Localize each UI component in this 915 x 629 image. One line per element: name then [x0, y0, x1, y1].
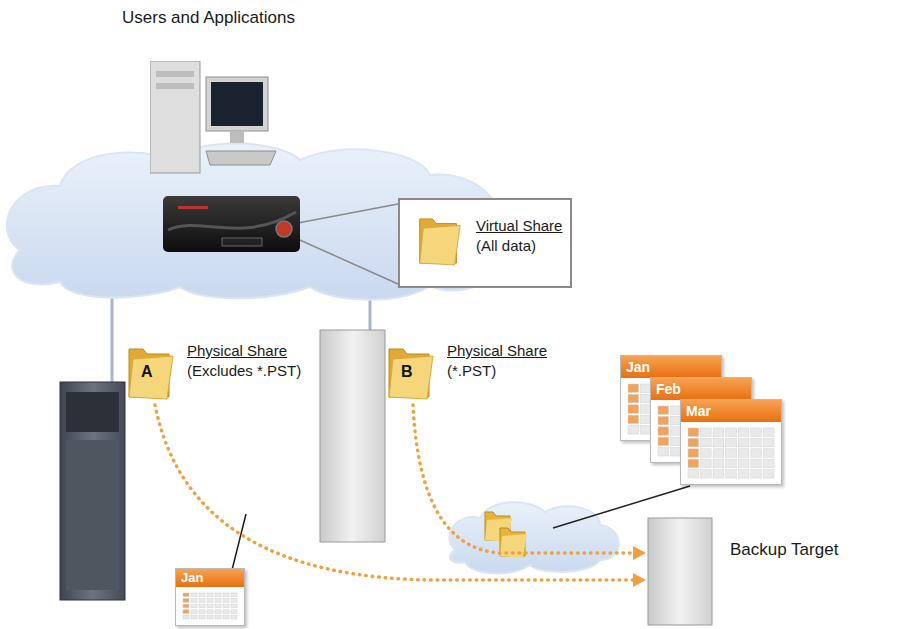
share-title: Physical Share — [187, 341, 301, 361]
share-letter: B — [401, 363, 413, 381]
share-title: Virtual Share — [476, 216, 562, 236]
folder-wrap: B — [385, 345, 435, 401]
share-note: (All data) — [476, 236, 562, 256]
icon-node: Users and Applications — [115, 4, 335, 180]
dotted-line — [413, 405, 634, 553]
dotted-line — [155, 405, 634, 580]
calendar-grid — [182, 592, 238, 620]
folder-icon — [416, 215, 462, 267]
calendar-month: Mar — [681, 400, 781, 422]
share-title: Physical Share — [447, 341, 547, 361]
backup-flow — [413, 405, 646, 560]
calendar-icon: Jan — [175, 568, 245, 626]
text-column: Physical Share(*.PST) — [447, 341, 547, 381]
server-label: Backup Target — [730, 540, 838, 560]
calendar-month: Jan — [621, 356, 721, 378]
folder-wrap — [416, 215, 462, 267]
share-folder: APhysical Share(Excludes *.PST) — [125, 345, 305, 403]
arrow-head — [633, 573, 646, 587]
arrow-head — [633, 546, 646, 560]
computer-icon — [150, 61, 280, 179]
heading-label: Users and Applications — [122, 8, 295, 28]
share-note: (Excludes *.PST) — [187, 361, 301, 381]
icon-node: Backup Target — [648, 518, 844, 625]
calendar-month: Feb — [651, 378, 751, 400]
share-note: (*.PST) — [447, 361, 547, 381]
calendar-month: Jan — [176, 569, 244, 587]
callout-box: Virtual Share(All data) — [398, 198, 572, 288]
share-letter: A — [141, 363, 153, 381]
calendar-grid — [687, 427, 775, 479]
text-column: Physical Share(Excludes *.PST) — [187, 341, 301, 381]
share-folder: BPhysical Share(*.PST) — [385, 345, 551, 403]
backup-flow — [155, 405, 646, 587]
folder-wrap: A — [125, 345, 175, 401]
text-column: Virtual Share(All data) — [476, 216, 562, 256]
calendar-icon: Mar — [680, 399, 782, 485]
